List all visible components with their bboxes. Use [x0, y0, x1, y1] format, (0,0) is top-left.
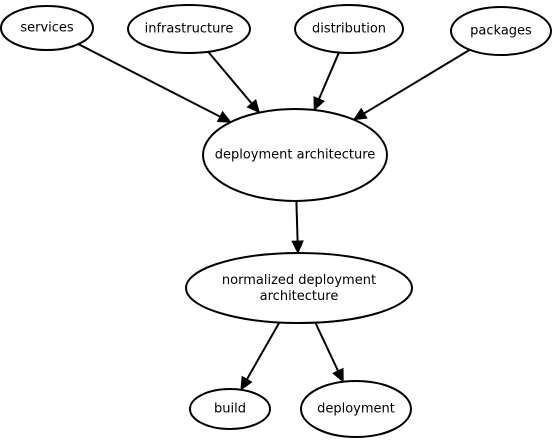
edge-normalized-deployment-architecture-to-deployment: [314, 322, 344, 383]
node-ellipse: [127, 4, 251, 54]
edge-line: [77, 43, 221, 118]
node-ellipse: [185, 252, 413, 324]
node-ellipse: [202, 108, 388, 202]
edge-normalized-deployment-architecture-to-build: [240, 321, 281, 391]
node-ellipse: [0, 5, 94, 51]
edge-line: [246, 321, 281, 380]
node-label: deployment architecture: [215, 148, 376, 163]
node-ellipse: [450, 6, 552, 56]
node-label: packages: [470, 24, 532, 39]
node-infrastructure: infrastructure: [127, 4, 251, 54]
node-distribution: distribution: [294, 4, 404, 54]
node-ellipse: [300, 380, 412, 438]
arrowhead-icon: [291, 240, 304, 255]
arrowhead-icon: [240, 375, 253, 391]
nodes-layer: services infrastructure distribution packag…: [0, 4, 552, 438]
edge-services-to-deployment-architecture: [77, 43, 232, 123]
edge-distribution-to-deployment-architecture: [313, 52, 340, 112]
edge-line: [314, 322, 339, 372]
arrowhead-icon: [313, 96, 325, 112]
edge-line: [318, 52, 340, 100]
node-ellipse: [294, 4, 404, 54]
node-ellipse: [189, 388, 271, 430]
node-label: distribution: [312, 22, 386, 37]
edge-line: [207, 51, 253, 105]
edge-infrastructure-to-deployment-architecture: [207, 51, 261, 114]
arrowhead-icon: [246, 98, 261, 114]
edge-packages-to-deployment-architecture: [352, 48, 471, 121]
node-deployment-architecture: deployment architecture: [202, 108, 388, 202]
node-packages: packages: [450, 6, 552, 56]
node-label: deployment: [317, 402, 395, 417]
node-label: build: [214, 402, 246, 417]
edges-layer: [77, 43, 471, 391]
node-deployment: deployment: [300, 380, 412, 438]
edge-line: [363, 48, 471, 115]
edge-line: [295, 200, 299, 242]
node-label: infrastructure: [145, 22, 234, 37]
arrowhead-icon: [352, 107, 368, 121]
arrowhead-icon: [332, 367, 344, 383]
arrowhead-icon: [216, 110, 232, 123]
node-services: services: [0, 5, 94, 51]
node-build: build: [189, 388, 271, 430]
node-label: services: [20, 21, 74, 36]
edge-deployment-architecture-to-normalized-deployment-architecture: [291, 200, 304, 255]
